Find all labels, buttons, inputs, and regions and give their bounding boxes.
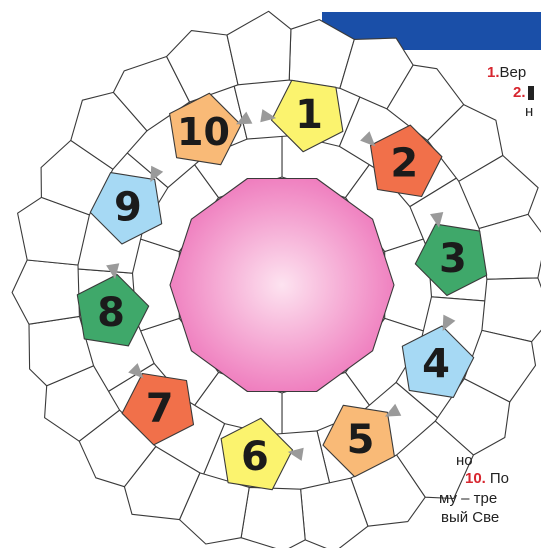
clue-text: му – тре <box>439 490 497 507</box>
pentagon-number: 6 <box>241 434 269 480</box>
center-octagon-layer <box>170 179 394 392</box>
clue-number: 10. <box>465 470 486 487</box>
clue-line-4: но <box>456 452 473 470</box>
clue-text: По <box>490 470 509 487</box>
clue-number: 1. <box>487 64 500 81</box>
pentagon-number: 3 <box>439 236 467 282</box>
clue-line-3: н <box>525 103 533 121</box>
clue-text: но <box>456 452 473 469</box>
clue-line-7: вый Све <box>441 509 499 527</box>
pentagon-number: 9 <box>114 185 142 231</box>
pentagon-number: 2 <box>390 141 418 187</box>
clue-line-1: 1.Вер <box>487 64 526 82</box>
clue-number: 2. <box>513 84 526 101</box>
center-octagon <box>170 179 394 392</box>
clue-text: н <box>525 103 533 120</box>
pentagon-number: 4 <box>422 342 450 388</box>
clue-line-6: му – тре <box>439 490 497 508</box>
clue-text: Вер <box>500 64 527 81</box>
pentagon-number: 5 <box>347 417 375 463</box>
pentagon-number: 7 <box>146 385 174 431</box>
pentagon-number: 8 <box>97 290 125 336</box>
puzzle-cell <box>227 11 291 85</box>
pentagon-number: 1 <box>295 92 323 138</box>
puzzle-cell <box>241 487 305 548</box>
clue-text: вый Све <box>441 509 499 526</box>
pentagon-number: 10 <box>177 110 230 154</box>
clue-line-5: 10.По <box>465 470 509 488</box>
clue-line-2: 2. <box>513 84 534 102</box>
puzzle-cell <box>12 260 79 324</box>
